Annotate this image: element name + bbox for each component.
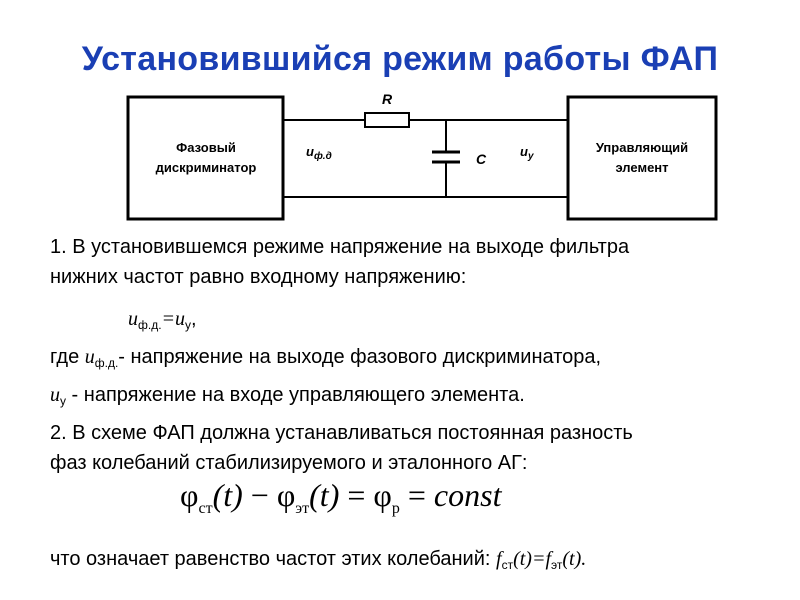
resistor-label: R xyxy=(382,91,393,107)
frequency-equality-line: что означает равенство частот этих колеб… xyxy=(50,548,587,572)
circuit-diagram: Фазовый дискриминатор Управляющий элемен… xyxy=(126,91,718,221)
resistor xyxy=(364,112,410,128)
capacitor-label: C xyxy=(476,151,487,167)
control-element-block xyxy=(566,95,718,221)
para1-line2: нижних частот равно входному напряжению: xyxy=(50,266,467,288)
para2-line2: фаз колебаний стабилизируемого и эталонн… xyxy=(50,452,528,474)
phase-discriminator-label-1: Фазовый xyxy=(176,140,236,155)
phase-discriminator-label-2: дискриминатор xyxy=(156,160,257,175)
phase-difference-formula: φст(t) − φэт(t) = φр = const xyxy=(180,477,502,517)
slide-title: Установившийся режим работы ФАП xyxy=(81,40,719,78)
para1-line1: 1. В установившемся режиме напряжение на… xyxy=(50,236,630,258)
para2-line1: 2. В схеме ФАП должна устанавливаться по… xyxy=(50,422,633,444)
control-element-label-2: элемент xyxy=(615,160,668,175)
control-element-label-1: Управляющий xyxy=(596,140,688,155)
uy-definition-line: uу - напряжение на входе управляющего эл… xyxy=(50,384,525,408)
voltage-label-left: uф.д xyxy=(306,144,332,162)
voltage-label-right: uу xyxy=(520,144,534,162)
where-line: где uф.д.- напряжение на выходе фазового… xyxy=(50,346,602,370)
equation-u-fd-equals-u-y: uф.д.=uу, xyxy=(128,308,197,332)
phase-discriminator-block xyxy=(126,95,285,221)
